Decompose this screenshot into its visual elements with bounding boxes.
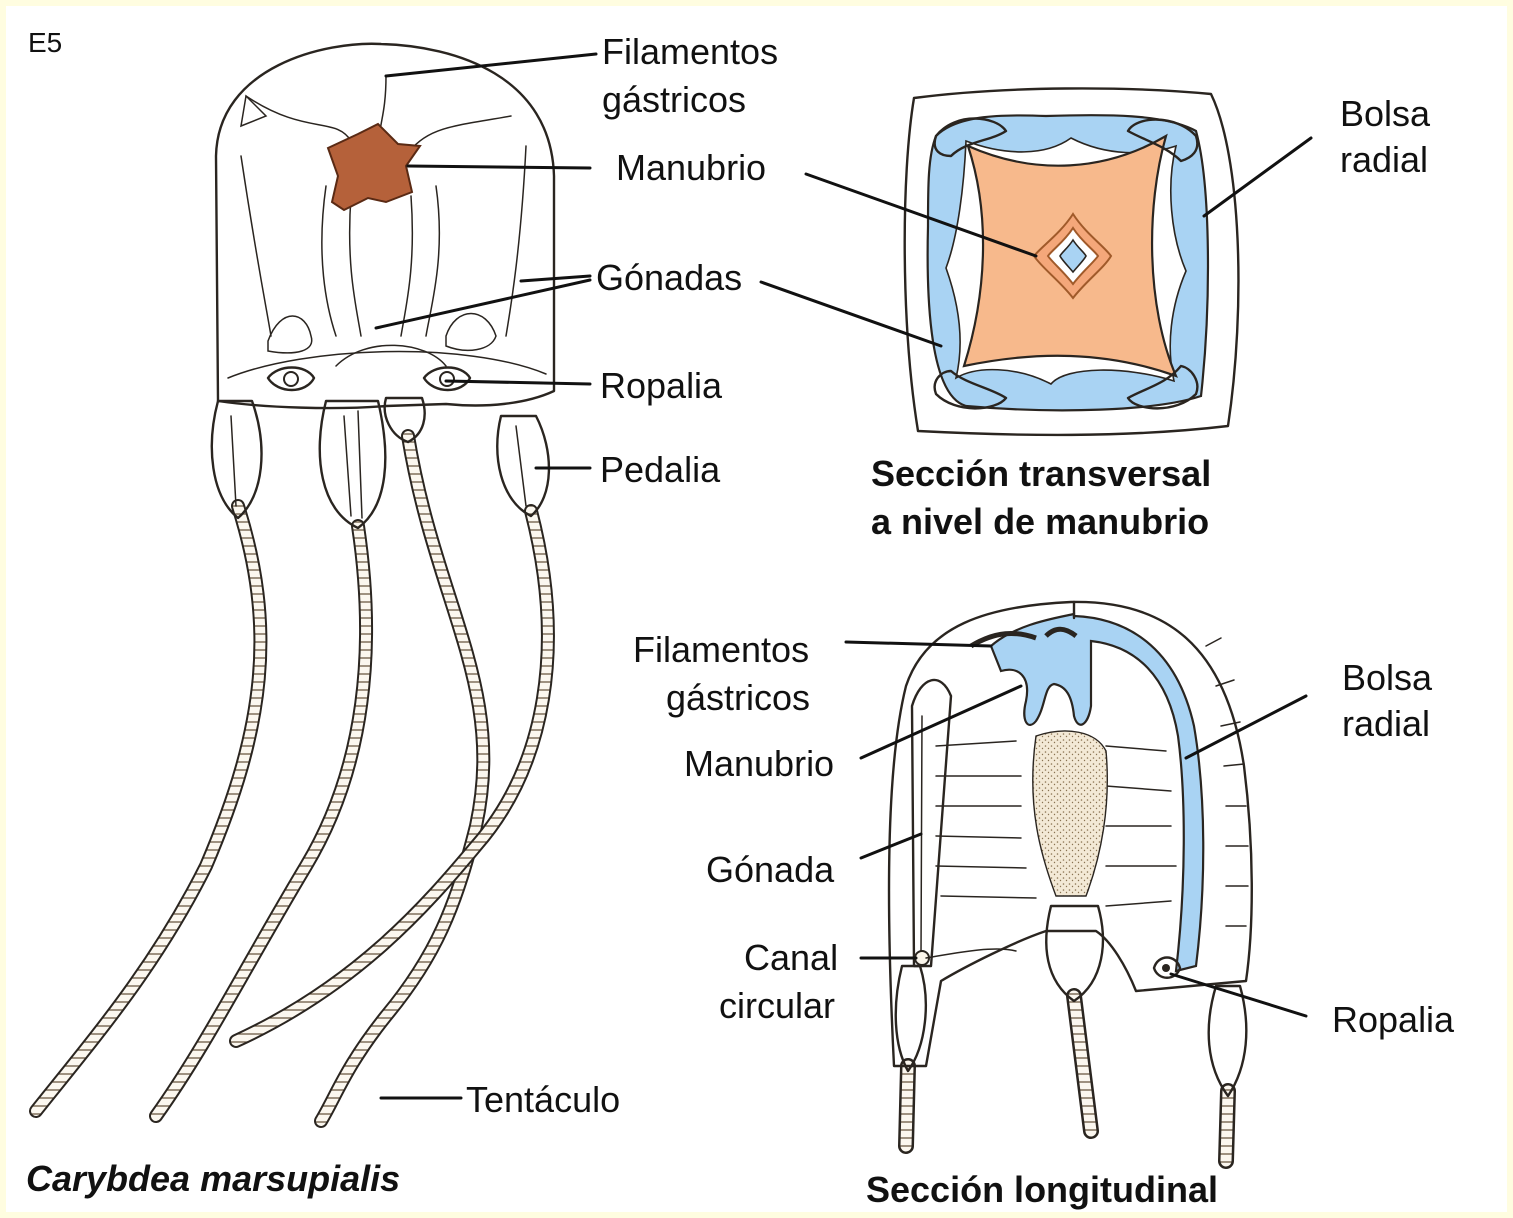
figure-tag: E5 xyxy=(28,27,62,58)
longitudinal-section-title: Sección longitudinal xyxy=(866,1169,1218,1210)
longitudinal-section-illustration xyxy=(889,602,1252,1161)
label-filamentos-gastricos-line1: Filamentos xyxy=(602,31,778,72)
label-manubrio: Manubrio xyxy=(616,147,766,188)
tentacles xyxy=(36,436,548,1121)
label-filamentos-gastricos-line2: gástricos xyxy=(602,79,746,120)
label-tentaculo: Tentáculo xyxy=(466,1079,620,1120)
manubrium xyxy=(328,124,420,210)
bell-internal-structures xyxy=(228,76,546,378)
figure-canvas: E5 xyxy=(6,6,1507,1212)
cross-label-bolsa-line1: Bolsa xyxy=(1340,93,1431,134)
label-gonadas: Gónadas xyxy=(596,257,742,298)
cross-section-illustration xyxy=(905,88,1239,435)
long-label-bolsa-line2: radial xyxy=(1342,703,1430,744)
long-label-canal-line1: Canal xyxy=(744,937,838,978)
long-label-filamentos-line2: gástricos xyxy=(666,677,810,718)
whole-animal-leaders xyxy=(376,54,596,1098)
jellyfish-diagram: E5 xyxy=(6,6,1507,1212)
long-label-manubrio: Manubrio xyxy=(684,743,834,784)
long-label-filamentos-line1: Filamentos xyxy=(633,629,809,670)
label-pedalia: Pedalia xyxy=(600,449,721,490)
long-label-gonada: Gónada xyxy=(706,849,835,890)
species-name: Carybdea marsupialis xyxy=(26,1158,400,1199)
cross-section-title-line2: a nivel de manubrio xyxy=(871,501,1209,542)
label-ropalia: Ropalia xyxy=(600,365,723,406)
pedalia xyxy=(212,398,549,528)
cross-label-bolsa-line2: radial xyxy=(1340,139,1428,180)
whole-animal-illustration xyxy=(36,44,554,1121)
long-label-canal-line2: circular xyxy=(719,985,835,1026)
rhopalia xyxy=(268,368,470,391)
long-label-bolsa-line1: Bolsa xyxy=(1342,657,1433,698)
cross-section-title-line1: Sección transversal xyxy=(871,453,1211,494)
long-label-ropalia: Ropalia xyxy=(1332,999,1455,1040)
